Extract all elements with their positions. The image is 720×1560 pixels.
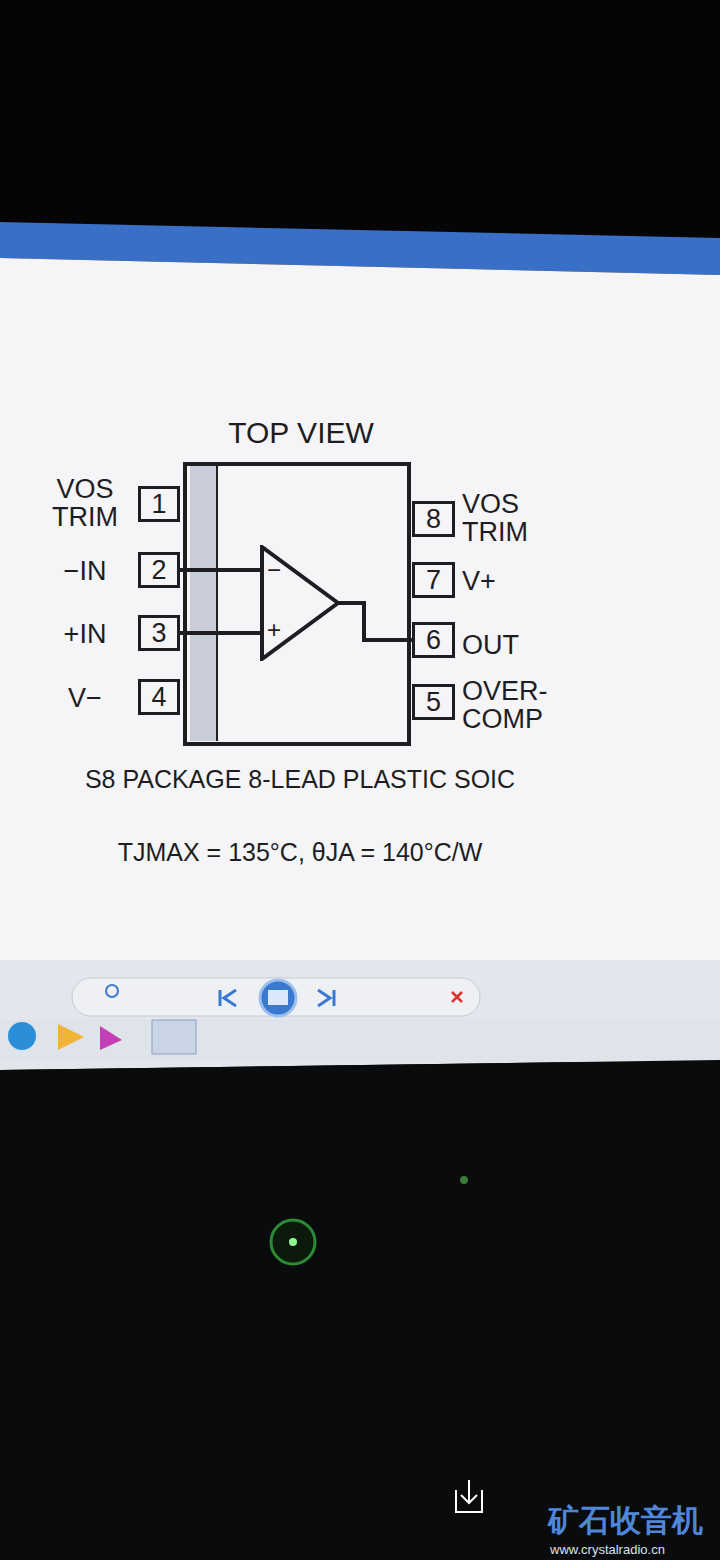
power-button xyxy=(271,1220,315,1264)
download-icon xyxy=(456,1480,482,1512)
wire-line xyxy=(338,603,412,640)
taskbar-icon xyxy=(58,1024,84,1050)
pin-box: 6OUT xyxy=(412,622,455,658)
taskbar-icon xyxy=(152,1020,196,1054)
close-icon xyxy=(452,992,462,1002)
view-heading: TOP VIEW xyxy=(127,416,475,450)
pin-number: 4 xyxy=(141,682,177,712)
zoom-icon xyxy=(106,985,118,997)
wire-line xyxy=(180,631,260,635)
pin-number: 5 xyxy=(415,687,452,717)
pin-box: 5OVER-COMP xyxy=(412,684,455,720)
wire xyxy=(180,570,260,571)
next-icon xyxy=(318,990,334,1006)
taskbar xyxy=(0,1020,720,1062)
prev-icon xyxy=(220,990,236,1006)
watermark-url: www.crystalradio.cn xyxy=(550,1542,718,1557)
pin-number: 2 xyxy=(141,555,177,585)
input-polarity: + xyxy=(267,617,281,643)
pin-box: 1VOS TRIM xyxy=(138,486,180,522)
taskbar-icon xyxy=(8,1022,36,1050)
band-edge xyxy=(216,466,218,741)
pin-name: OUT xyxy=(462,631,558,659)
opamp-triangle: −+ xyxy=(260,545,340,661)
play-icon xyxy=(268,990,288,1005)
pin-number: 7 xyxy=(415,565,452,595)
power-led xyxy=(289,1238,297,1246)
pin-box: 2−IN xyxy=(138,552,180,588)
play-button xyxy=(260,980,296,1016)
pin-box: 8VOS TRIM xyxy=(412,501,455,537)
package-ground xyxy=(182,462,412,746)
pin-number: 8 xyxy=(415,504,452,534)
pin1-band xyxy=(190,466,217,741)
pin-name: VOS TRIM xyxy=(37,475,133,531)
viewer-toolbar xyxy=(0,960,720,1070)
screen-white xyxy=(0,258,720,960)
wire xyxy=(180,633,260,634)
pin-name: V+ xyxy=(462,567,558,595)
wire-line xyxy=(180,568,260,572)
pin-number: 1 xyxy=(141,489,177,519)
opamp-symbol xyxy=(262,547,338,659)
pin-name: OVER-COMP xyxy=(462,677,558,733)
pin-name: +IN xyxy=(37,620,133,648)
pin-number: 6 xyxy=(415,625,452,655)
pin-name: VOS TRIM xyxy=(462,490,558,546)
toolbar-pill xyxy=(72,978,480,1016)
keyboard-area xyxy=(0,1060,720,1560)
status-led xyxy=(460,1176,468,1184)
taskbar-icon xyxy=(100,1026,122,1050)
pin-box: 4V− xyxy=(138,679,180,715)
pin-box: 3+IN xyxy=(138,615,180,651)
pin-name: −IN xyxy=(37,557,133,585)
package-caption: S8 PACKAGE 8-LEAD PLASTIC SOIC xyxy=(20,764,580,794)
ic-package: TOP VIEW−+ xyxy=(183,462,411,746)
pin-box: 7V+ xyxy=(412,562,455,598)
wire xyxy=(338,603,412,640)
thermal-spec: TJMAX = 135°C, θJA = 140°C/W xyxy=(40,838,560,867)
input-polarity: − xyxy=(267,557,281,583)
watermark: 矿石收音机 xyxy=(548,1500,718,1542)
pin-number: 3 xyxy=(141,618,177,648)
pin-name: V− xyxy=(37,684,133,712)
